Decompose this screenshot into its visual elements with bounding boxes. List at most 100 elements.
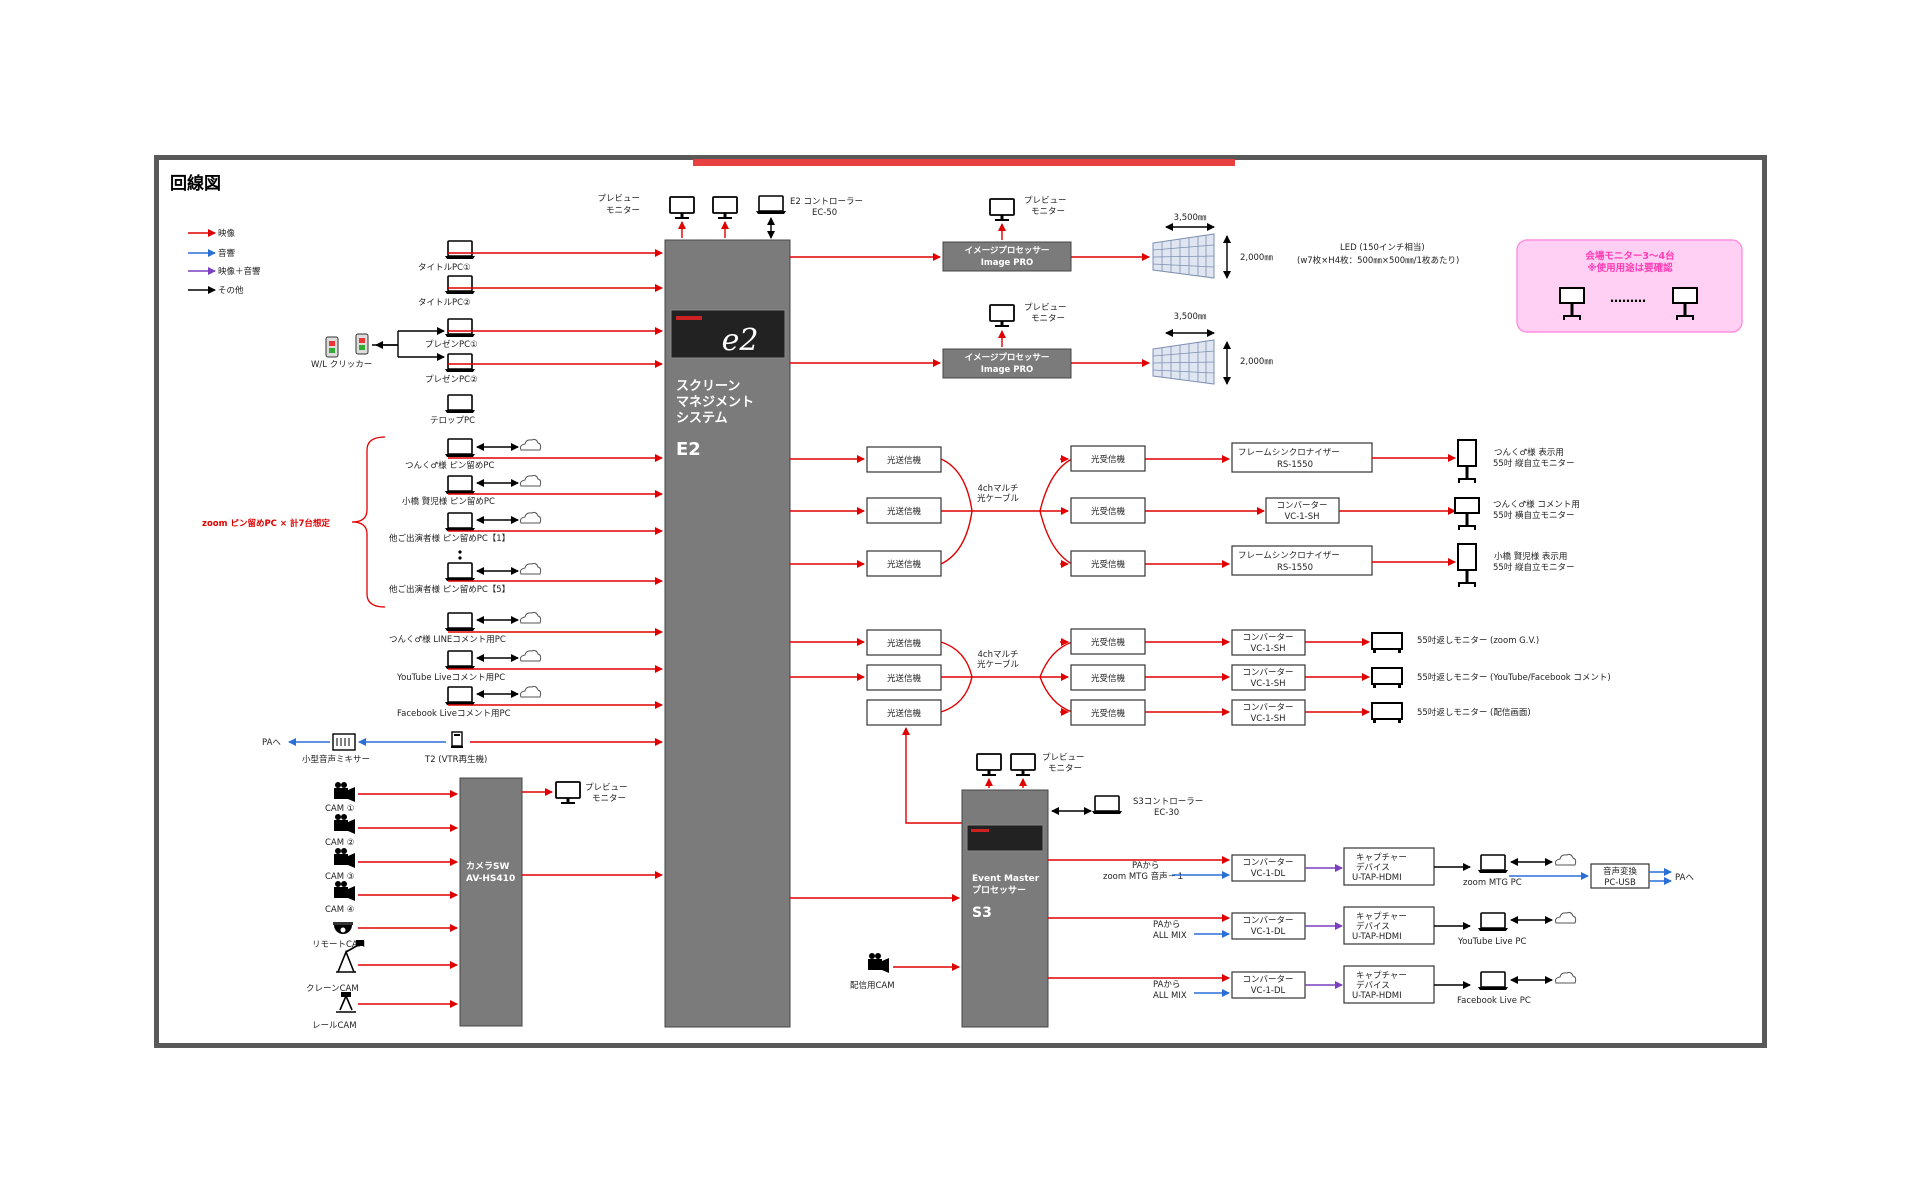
dl3-line2: VC-1-DL (1251, 986, 1286, 996)
cap2-line1: キャプチャー (1356, 912, 1407, 922)
legend-other: その他 (218, 285, 244, 296)
cap2-line3: U-TAP-HDMI (1352, 932, 1402, 942)
cam1-label: CAM ① (325, 804, 354, 814)
cap3-line1: キャプチャー (1356, 971, 1407, 981)
ret-mon2-label: 55吋返しモニター (YouTube/Facebook コメント) (1417, 672, 1611, 683)
rx2-label: 光受信機 (1091, 506, 1126, 517)
cable2-line2: 光ケーブル (977, 659, 1019, 670)
image-pro-1: イメージプロセッサー Image PRO プレビュー モニター (790, 196, 1150, 272)
camera-switcher (459, 777, 523, 1027)
cable1-line1: 4chマルチ (978, 484, 1019, 494)
s3-controller-label1: S3コントローラー (1133, 797, 1203, 807)
e2-label-line2: マネジメント (676, 395, 754, 410)
note-line2: ※使用用途は要確認 (1587, 262, 1673, 274)
dl2-line2: VC-1-DL (1251, 927, 1286, 937)
youtube-pc-label: YouTube Liveコメント用PC (396, 673, 505, 683)
page-title: 回線図 (170, 173, 221, 194)
cap1-line3: U-TAP-HDMI (1352, 873, 1402, 883)
cam3-label: CAM ③ (325, 872, 354, 882)
ret-mon3-label: 55吋返しモニター (配信画面) (1417, 707, 1531, 718)
s3-line1: Event Master (972, 874, 1040, 884)
s3-line2: プロセッサー (972, 884, 1026, 896)
led2-height: 2,000㎜ (1240, 357, 1273, 367)
vc1-line1: コンバーター (1276, 501, 1327, 511)
pa3-line2: ALL MIX (1153, 991, 1187, 1001)
telop-pc-label: テロップPC (430, 416, 475, 426)
s3-preview-label1: プレビュー (1042, 753, 1085, 763)
streaming-chains: PAから zoom MTG 音声－１ PAから ALL MIX PAから ALL… (1048, 847, 1694, 1006)
cap3-line3: U-TAP-HDMI (1352, 991, 1402, 1001)
t2-label: T2 (VTR再生機) (424, 754, 487, 765)
image-pro-2: イメージプロセッサー Image PRO プレビュー モニター (790, 303, 1150, 379)
e2-controller-label1: E2 コントローラー (790, 197, 863, 207)
s3-preview-monitor-1 (976, 753, 1002, 777)
imagepro1-line1: イメージプロセッサー (965, 245, 1050, 256)
led-wall-1: 3,500㎜ 2,000㎜ LED (150インチ相当) (w7枚×H4枚：50… (1152, 213, 1459, 279)
tx4-label: 光送信機 (887, 638, 922, 649)
rx4-label: 光受信機 (1091, 637, 1126, 648)
mon3-line2: 55吋 縦自立モニター (1493, 562, 1575, 573)
s3-controller-icon (1091, 795, 1123, 815)
pin1-label: つんく♂様 ピン留めPC (405, 460, 494, 471)
facebook-live-pc-label: Facebook Live PC (1457, 996, 1531, 1006)
legend-av: 映像＋音響 (218, 266, 261, 277)
rx3-label: 光受信機 (1091, 559, 1126, 570)
clicker-device-1 (325, 336, 339, 358)
cap3-line2: デバイス (1356, 980, 1390, 991)
cap2-line2: デバイス (1356, 921, 1390, 932)
s3-preview-label2: モニター (1048, 764, 1082, 774)
tx3-label: 光送信機 (887, 559, 922, 570)
audio-pa-label: PAへ (1675, 873, 1694, 883)
camsw-preview-label1: プレビュー (585, 783, 628, 793)
camsw-preview-monitor (555, 781, 581, 805)
e2-preview-monitor-2 (712, 196, 738, 220)
present-pc1-label: プレゼンPC① (425, 339, 478, 350)
cam4-label: CAM ④ (325, 905, 354, 915)
vc4-line2: VC-1-SH (1250, 714, 1285, 724)
cable2-line1: 4chマルチ (978, 650, 1019, 660)
cap1-line1: キャプチャー (1356, 853, 1407, 863)
note-dots: ……… (1610, 291, 1646, 305)
e2-label-line3: システム (676, 411, 728, 426)
imagepro1-preview-label1: プレビュー (1024, 196, 1067, 206)
mixer-pa-label: PAへ (262, 738, 281, 748)
mon2-line2: 55吋 横自立モニター (1493, 510, 1575, 521)
audio-conv-line1: 音声変換 (1603, 866, 1638, 877)
e2-controller-icon (755, 195, 787, 215)
vc4-line1: コンバーター (1242, 703, 1293, 713)
present-pc2-label: プレゼンPC② (425, 374, 478, 385)
cable1-line2: 光ケーブル (977, 493, 1019, 504)
cam2-label: CAM ② (325, 838, 354, 848)
clicker-device-2 (355, 333, 369, 355)
mixer-label: 小型音声ミキサー (302, 754, 370, 765)
vc2-line1: コンバーター (1242, 633, 1293, 643)
venue-monitor-note: 会場モニター3～4台 ※使用用途は要確認 ……… (1516, 239, 1743, 333)
imagepro2-preview-label2: モニター (1031, 314, 1065, 324)
pin4-label: 他ご出演者様 ピン留めPC【5】 (389, 584, 510, 595)
facebook-pc-label: Facebook Liveコメント用PC (397, 709, 511, 719)
ret-mon1-label: 55吋返しモニター (zoom G.V.) (1417, 635, 1539, 646)
stream-cam-icon (868, 953, 889, 973)
led-spec-2: (w7枚×H4枚：500㎜×500㎜/1枚あたり) (1297, 255, 1459, 266)
imagepro1-preview-label2: モニター (1031, 207, 1065, 217)
title-pc1-label: タイトルPC① (418, 263, 471, 273)
imagepro2-preview-label1: プレビュー (1024, 303, 1067, 313)
crane-cam-label: クレーンCAM (306, 984, 359, 994)
title-pc2-label: タイトルPC② (418, 298, 471, 308)
s3-controller-label2: EC-30 (1154, 808, 1179, 818)
pin2-label: 小橋 賢児様 ピン留めPC (402, 496, 495, 507)
clicker-label: W/L クリッカー (311, 360, 372, 370)
cap1-line2: デバイス (1356, 862, 1390, 873)
mon1-line2: 55吋 縦自立モニター (1493, 458, 1575, 469)
pin3-label: 他ご出演者様 ピン留めPC【1】 (389, 533, 510, 544)
led1-height: 2,000㎜ (1240, 253, 1273, 263)
fs2-line2: RS-1550 (1277, 563, 1313, 573)
e2-processor (664, 239, 791, 1028)
tx6-label: 光送信機 (887, 708, 922, 719)
vc3-line2: VC-1-SH (1250, 679, 1285, 689)
e2-logo: e2 (722, 323, 759, 358)
fiber-group-2: 光送信機 光送信機 光送信機 4chマルチ 光ケーブル 光受信機 光受信機 光受… (790, 628, 1611, 726)
pa3-line1: PAから (1153, 980, 1180, 990)
zoom-mtg-pc-label: zoom MTG PC (1463, 878, 1522, 888)
